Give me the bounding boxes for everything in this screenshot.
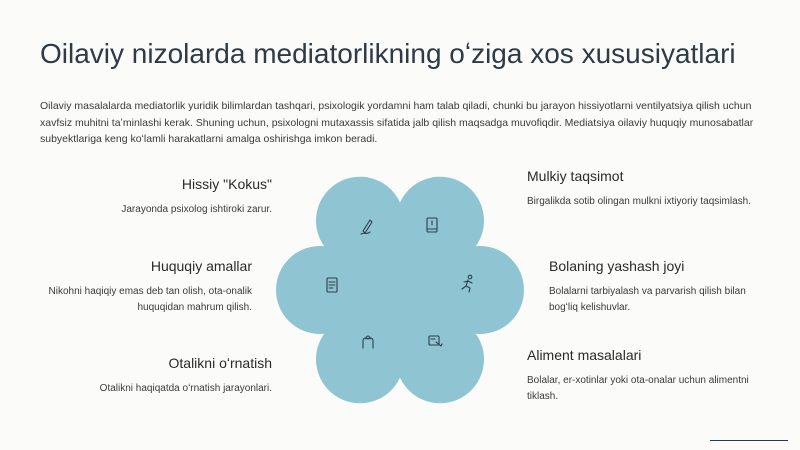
item-heading: Huquqiy amallar [150, 258, 252, 274]
page-title: Oilaviy nizolarda mediatorlikning oʻziga… [40, 38, 736, 69]
petal-left [276, 246, 400, 334]
hand-with-heart-icon [362, 335, 374, 349]
pen-sign-icon [360, 219, 373, 235]
item-text: Otalikni haqiqatda oʻrnatish jarayonlari… [99, 383, 272, 394]
item-mulkiy-taqsimot: Mulkiy taqsimot Birgalikda sotib olingan… [527, 168, 762, 210]
item-hissiy-kokus: Hissiy "Kokus" Jarayonda psixolog ishtir… [40, 176, 272, 218]
bottom-accent-line [710, 440, 788, 441]
petal-top-left [316, 176, 406, 290]
item-text: Bolalar, er-xotinlar yoki ota-onalar uch… [527, 375, 749, 402]
item-text: Nikohni haqiqiy emas deb tan olish, ota-… [48, 286, 252, 313]
petal-bottom-left [316, 290, 406, 404]
item-heading: Otalikni oʻrnatish [168, 355, 273, 371]
flower-diagram [276, 176, 524, 404]
item-text: Birgalikda sotib olingan mulkni ixtiyori… [527, 196, 751, 207]
intro-paragraph: Oilaviy masalalarda mediatorlik yuridik … [40, 100, 754, 145]
item-heading: Bolaning yashash joyi [549, 258, 685, 274]
petal-bottom-right [394, 290, 484, 404]
signing-hand-icon [428, 335, 443, 347]
item-text: Bolalarni tarbiyalash va parvarish qilis… [549, 286, 746, 313]
book-icon [426, 217, 438, 233]
item-heading: Aliment masalalari [527, 347, 642, 363]
item-text: Jarayonda psixolog ishtiroki zarur. [121, 204, 272, 215]
item-heading: Hissiy "Kokus" [181, 176, 272, 192]
item-otalik: Otalikni oʻrnatish Otalikni haqiqatda oʻ… [40, 355, 272, 397]
running-person-icon [461, 274, 473, 293]
document-icon [326, 277, 338, 293]
item-heading: Mulkiy taqsimot [527, 168, 624, 184]
item-bolaning-yashash-joyi: Bolaning yashash joyi Bolalarni tarbiyal… [549, 258, 764, 316]
item-aliment: Aliment masalalari Bolalar, er-xotinlar … [527, 347, 762, 405]
item-huquqiy-amallar: Huquqiy amallar Nikohni haqiqiy emas deb… [30, 258, 252, 316]
petal-top-right [394, 176, 484, 290]
